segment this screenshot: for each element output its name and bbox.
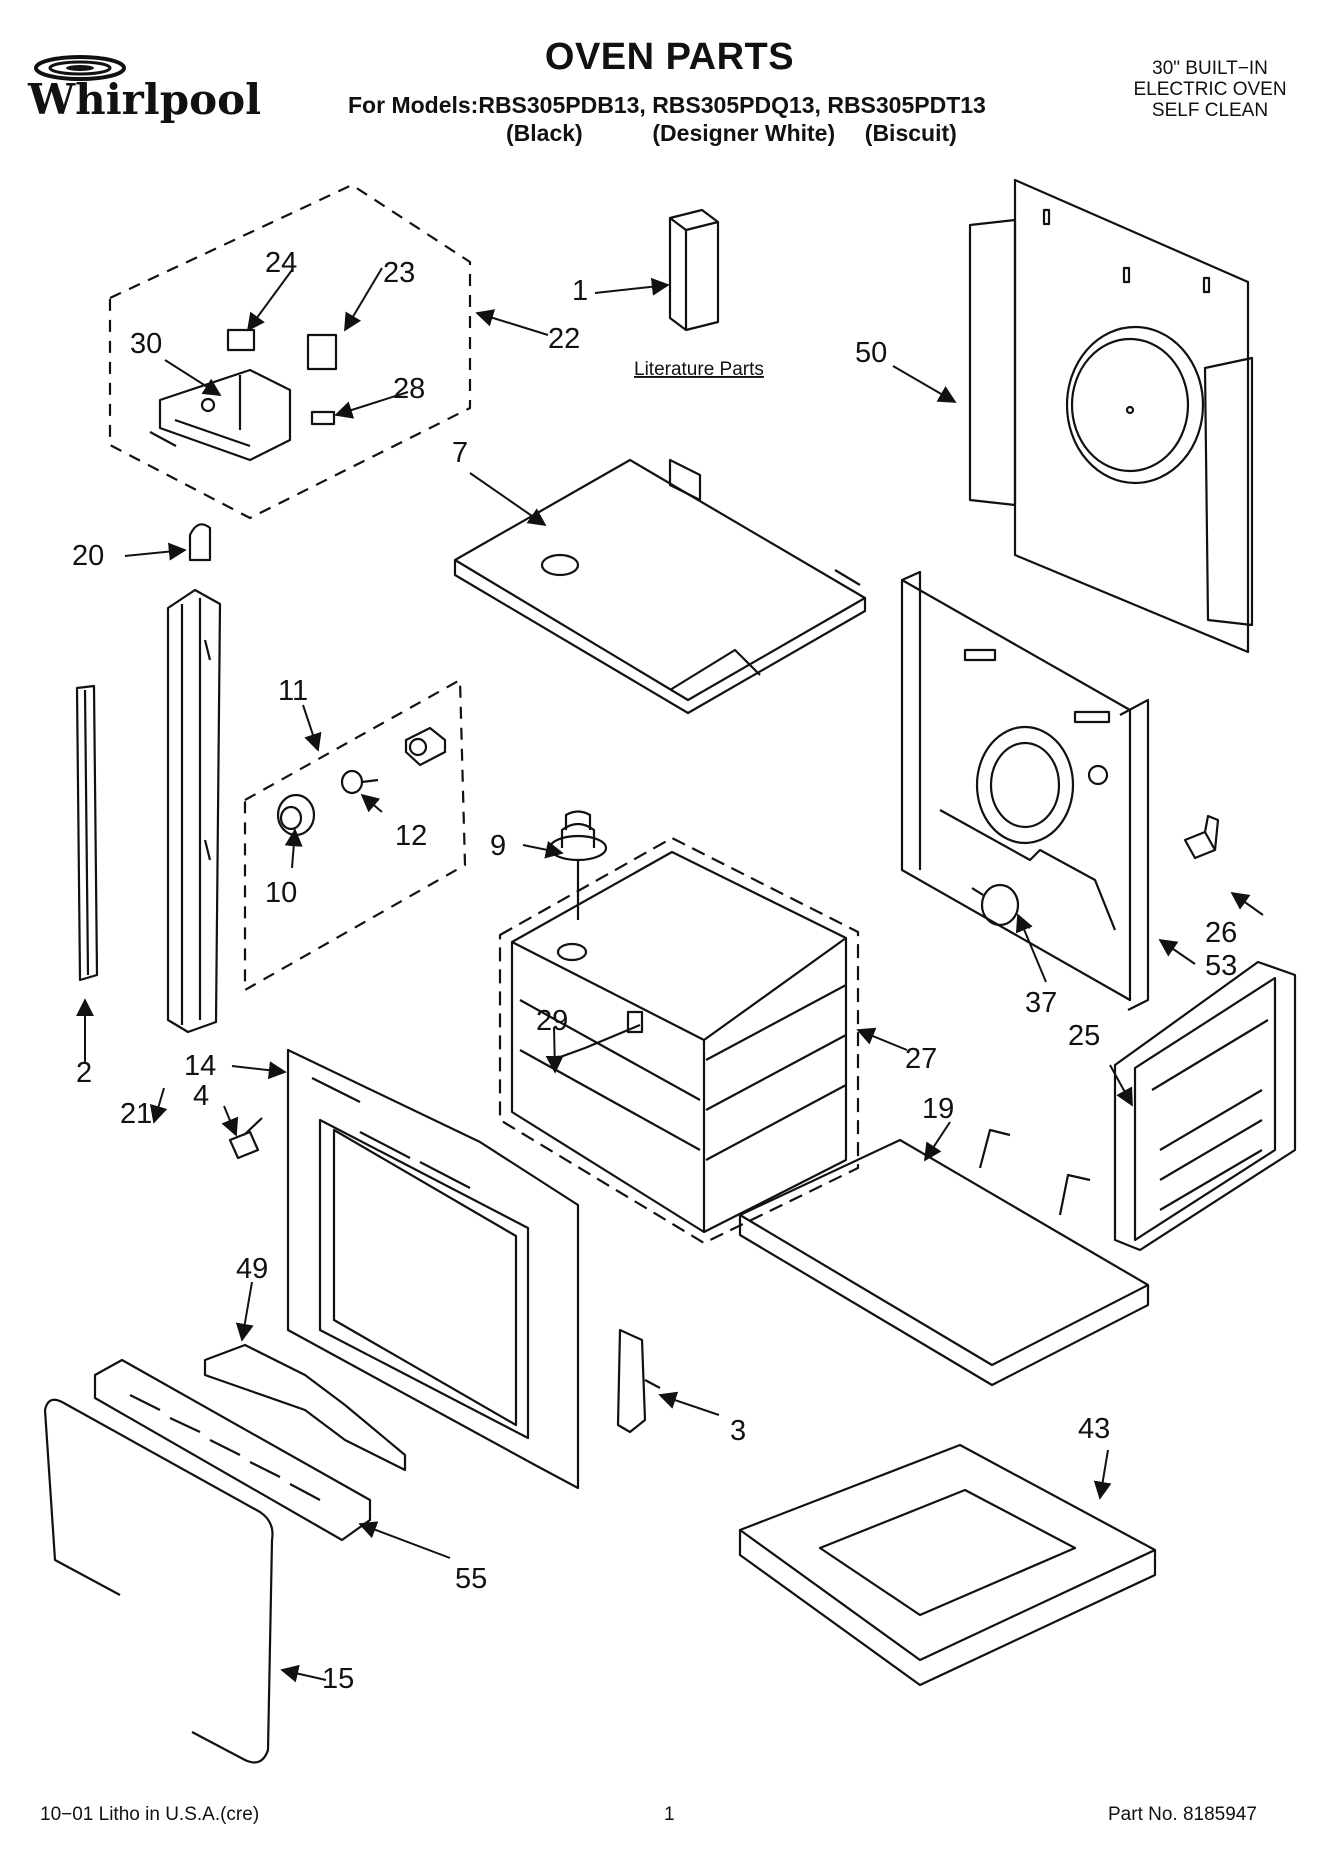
callout-53: 53 — [1205, 950, 1237, 982]
footer-page-number: 1 — [664, 1804, 675, 1825]
callout-28: 28 — [393, 373, 425, 405]
callout-labels: 1 22 23 24 30 28 50 7 20 11 12 10 9 53 3… — [72, 247, 1237, 1695]
callout-11: 11 — [278, 675, 308, 707]
product-line-1: 30" BUILT−IN — [1152, 58, 1268, 79]
callout-14: 14 — [184, 1050, 216, 1082]
part-26-side-panel — [900, 570, 1150, 1011]
callout-19: 19 — [922, 1093, 954, 1125]
part-11-light-assembly — [243, 678, 467, 992]
callout-23: 23 — [383, 257, 415, 289]
part-49-baffle — [203, 1343, 407, 1472]
callout-22: 22 — [548, 323, 580, 355]
callout-43: 43 — [1078, 1413, 1110, 1445]
callout-2: 2 — [76, 1057, 92, 1089]
part-55-door-trim — [93, 1358, 372, 1542]
callout-29: 29 — [536, 1005, 568, 1037]
callout-30: 30 — [130, 328, 162, 360]
callout-15: 15 — [322, 1663, 354, 1695]
literature-parts-label: Literature Parts — [634, 359, 764, 380]
callout-49: 49 — [236, 1253, 268, 1285]
part-43-bottom-tray — [738, 1443, 1157, 1687]
part-4-screw — [228, 1117, 263, 1160]
callout-25: 25 — [1068, 1020, 1100, 1052]
part-1-literature — [668, 208, 720, 332]
callout-9: 9 — [490, 830, 506, 862]
callout-12: 12 — [395, 820, 427, 852]
callout-20: 20 — [72, 540, 104, 572]
part-7-top-panel — [453, 458, 867, 715]
callout-21: 21 — [120, 1098, 152, 1130]
models-line: For Models:RBS305PDB13, RBS305PDQ13, RBS… — [348, 92, 986, 118]
part-14-front-frame — [286, 1048, 580, 1490]
page-title: OVEN PARTS — [544, 36, 795, 78]
part-27-oven-cavity — [498, 836, 860, 1245]
callout-55: 55 — [455, 1563, 487, 1595]
brand-wordmark: Whirlpool — [27, 75, 261, 124]
part-2-vent-trim — [75, 684, 99, 982]
model-variants: (Black) (Designer White) (Biscuit) — [506, 120, 957, 147]
callout-50: 50 — [855, 337, 887, 369]
callout-26: 26 — [1205, 917, 1237, 949]
part-50-back-panel — [968, 178, 1254, 654]
part-25-side-panel — [1113, 960, 1297, 1252]
part-22-control-bracket-group — [108, 183, 472, 520]
variant-black: (Black) — [506, 120, 583, 146]
product-line-3: SELF CLEAN — [1151, 100, 1269, 121]
variant-biscuit: (Biscuit) — [864, 120, 957, 146]
part-19-bottom-plate — [738, 1128, 1150, 1387]
callout-27: 27 — [905, 1043, 937, 1075]
variant-designer-white: (Designer White) — [652, 120, 836, 146]
callout-3: 3 — [730, 1415, 746, 1447]
part-21-side-trim — [166, 588, 222, 1034]
footer-part-number: Part No. 8185947 — [1108, 1804, 1257, 1825]
whirlpool-logo: Whirlpool — [27, 55, 261, 124]
part-53-clip — [1183, 814, 1220, 860]
callout-1: 1 — [572, 275, 588, 307]
callout-37: 37 — [1025, 987, 1057, 1019]
product-description: 30" BUILT−IN ELECTRIC OVEN SELF CLEAN — [1090, 58, 1330, 121]
callout-4: 4 — [193, 1080, 209, 1112]
product-line-2: ELECTRIC OVEN — [1133, 79, 1287, 100]
part-3-bracket — [616, 1328, 661, 1434]
leader-arrows — [76, 267, 1264, 1683]
callout-7: 7 — [452, 437, 468, 469]
callout-24: 24 — [265, 247, 297, 279]
part-15-door-gasket — [43, 1398, 274, 1764]
callout-10: 10 — [265, 877, 297, 909]
part-20-cap — [188, 523, 212, 562]
footer-litho: 10−01 Litho in U.S.A.(cre) — [40, 1804, 260, 1825]
